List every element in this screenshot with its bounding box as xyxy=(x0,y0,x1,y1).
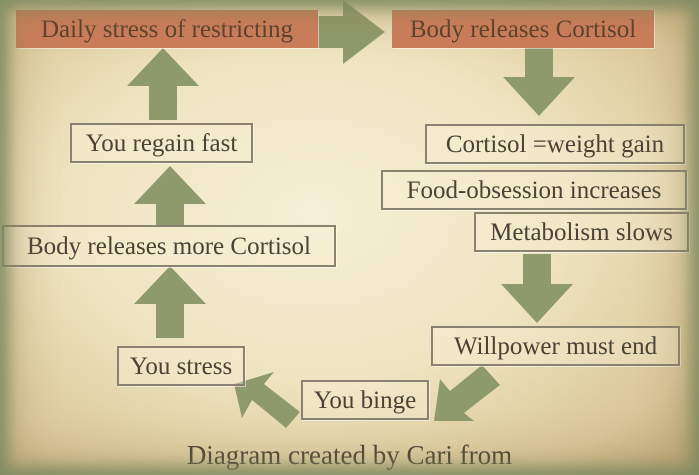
box-you-stress: You stress xyxy=(117,346,245,386)
box-daily-stress: Daily stress of restricting xyxy=(16,10,318,48)
arrow-down-icon xyxy=(503,47,575,116)
box-food-obsession: Food-obsession increases xyxy=(381,170,687,210)
box-you-binge: You binge xyxy=(301,380,429,420)
arrow-diagonal-down-left-icon xyxy=(434,365,500,421)
box-cortisol-weight-gain: Cortisol =weight gain xyxy=(425,124,685,164)
arrow-up-icon xyxy=(134,266,206,338)
arrow-diagonal-up-left-icon xyxy=(234,372,300,428)
box-you-regain-fast: You regain fast xyxy=(70,123,253,163)
box-body-releases-cortisol: Body releases Cortisol xyxy=(392,10,654,48)
arrow-right-icon xyxy=(317,0,385,64)
box-metabolism-slows: Metabolism slows xyxy=(474,212,689,252)
box-body-releases-more-cortisol: Body releases more Cortisol xyxy=(2,225,336,267)
arrow-down-icon xyxy=(501,254,573,323)
box-willpower-must-end: Willpower must end xyxy=(431,326,680,366)
arrow-up-icon xyxy=(134,166,206,226)
diagram-caption: Diagram created by Cari from xyxy=(186,440,513,470)
arrow-up-icon xyxy=(127,48,199,120)
